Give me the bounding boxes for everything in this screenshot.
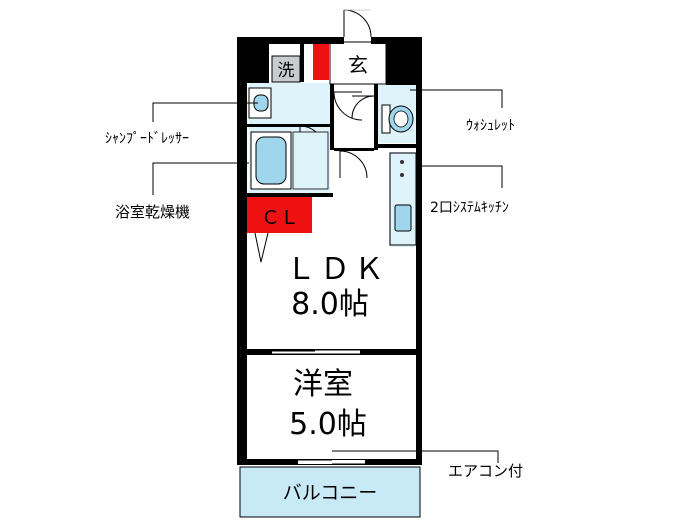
entrance-door-icon: [343, 9, 372, 38]
stove-burner-1: [400, 160, 404, 164]
callout-kitchen: 2口ｼｽﾃﾑｷｯﾁﾝ: [430, 200, 509, 216]
washer-box: [271, 55, 301, 83]
callout-air-conditioner: エアコン付: [448, 462, 523, 480]
entrance-floor: [329, 41, 387, 85]
washer-label: 洗: [278, 61, 295, 81]
kitchen-area: [389, 152, 417, 247]
bedroom-name: 洋室: [293, 367, 353, 402]
washroom-door-icon: [333, 91, 363, 121]
ldk-door-icon: [339, 150, 368, 179]
kitchen-sink: [394, 204, 412, 232]
ldk-size: 8.0帖: [291, 287, 369, 322]
callout-line-shampoo: [152, 102, 258, 122]
bathtub-inner: [255, 136, 287, 185]
callout-line-dryer: [152, 162, 249, 195]
ldk-name: ＬＤＫ: [286, 252, 388, 287]
callout-line-aircon: [332, 450, 499, 463]
entrance-label: 玄: [348, 53, 368, 77]
callout-shampoo-dresser: ｼｬﾝﾌﾟｰﾄﾞﾚｯｻｰ: [105, 131, 189, 147]
shoe-cabinet-red: [313, 44, 329, 80]
closet-door-icon: [254, 232, 269, 263]
sliding-door-ldk-bedroom: [272, 350, 360, 355]
kitchen-counter: [389, 152, 417, 246]
callout-bathroom-dryer: 浴室乾燥機: [115, 203, 190, 221]
balcony-window: [298, 459, 365, 465]
balcony-label: バルコニー: [283, 482, 378, 504]
balcony-area: [239, 466, 421, 518]
closet-label: ＣＬ: [261, 207, 299, 229]
shower-pan: [292, 131, 329, 190]
callout-washlet: ｳｫｼｭﾚｯﾄ: [466, 118, 515, 134]
stove-burner-2: [400, 173, 404, 177]
bedroom-size: 5.0帖: [289, 407, 367, 442]
callout-line-kitchen: [416, 165, 503, 188]
toilet-door-icon: [351, 95, 375, 119]
callout-line-washlet: [410, 89, 503, 108]
closet-box: [247, 197, 312, 233]
